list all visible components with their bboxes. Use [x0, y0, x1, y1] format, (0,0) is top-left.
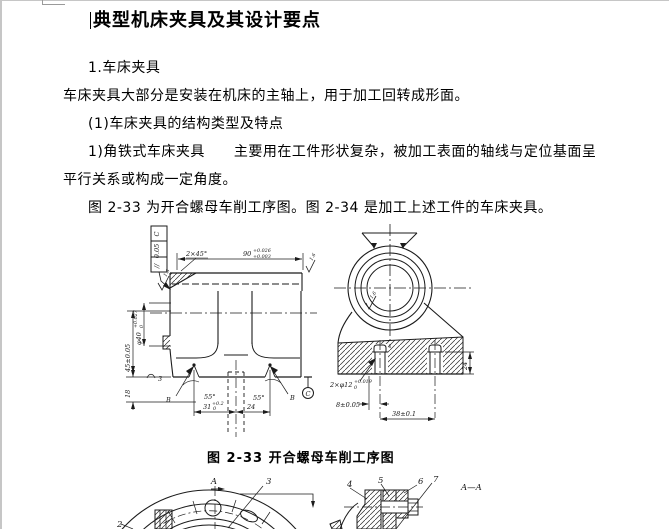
dim-chamfer: 2×45° — [185, 250, 207, 258]
parallelism-symbol: // — [153, 263, 161, 269]
document-title-text: 典型机床夹具及其设计要点 — [93, 10, 321, 31]
figure-2-34-drawing: A 3 2 4 5 6 7 A—A — [116, 475, 482, 529]
dim-dia40-lower: 0 — [139, 325, 145, 328]
dim-38: 38±0.1 — [392, 410, 416, 418]
datum-c-label: C — [306, 390, 311, 398]
datum-c-circle — [302, 387, 314, 399]
figure-2-33-drawing: C 0.05 // 1.6 1.6 1.6 2×45° 90 +0.026 +0… — [124, 224, 474, 437]
datum-b-left: B — [165, 396, 171, 404]
section-label-aa: A—A — [460, 483, 482, 493]
dim-dia40-upper: +0.027 — [133, 309, 139, 328]
label-3: 3 — [266, 477, 271, 487]
paragraph-3: (1)车床夹具的结构类型及特点 — [88, 116, 284, 132]
dim-24-bottom: 24 — [246, 403, 255, 411]
roughness-value-right: 1.6 — [309, 252, 318, 262]
dim-31-upper: +0.2 — [212, 401, 224, 407]
dim-90: 90 — [243, 250, 251, 258]
roughness-symbol-bore — [365, 295, 377, 310]
dim-90-lower: +0.003 — [253, 254, 271, 260]
margin-crop-mark-h — [42, 4, 65, 5]
datum-b-right: B — [289, 394, 295, 402]
dim-18: 18 — [124, 390, 132, 398]
label-6: 6 — [418, 477, 424, 487]
label-7: 7 — [433, 475, 439, 485]
paragraph-5: 图 2-33 为开合螺母车削工序图。图 2-34 是加工上述工件的车床夹具。 — [88, 200, 553, 216]
page-edge-top — [0, 0, 669, 1]
document-page[interactable]: 典型机床夹具及其设计要点 1.车床夹具 车床夹具大部分是安装在机床的主轴上，用于… — [63, 6, 608, 222]
label-a: A — [210, 477, 217, 487]
dim-45: 45±0.05 — [124, 344, 132, 373]
dim-dia40: φ40 — [135, 332, 143, 345]
margin-crop-mark-v — [42, 0, 43, 5]
roughness-symbol-left — [157, 275, 170, 291]
page-edge-left — [0, 0, 2, 529]
dim-55-left: 55° — [204, 393, 216, 401]
roughness-value-bore: 1.6 — [369, 290, 378, 300]
dim-8: 8±0.05 — [336, 401, 360, 409]
dim-2xdia12: 2×φ12 — [329, 381, 352, 389]
dim-31: 31 — [203, 403, 211, 411]
dim-2xdia12-lower: 0 — [354, 385, 357, 391]
label-2: 2 — [116, 520, 122, 529]
dim-2xdia12-upper: +0.019 — [354, 379, 372, 385]
dim-fillet-3: 3 — [158, 375, 162, 383]
figure-2-33-caption: 图 2-33 开合螺母车削工序图 — [207, 451, 395, 466]
dim-90-upper: +0.026 — [253, 248, 271, 254]
text-cursor — [90, 12, 91, 29]
tolerance-value-label: 0.05 — [153, 244, 161, 258]
label-4: 4 — [346, 480, 352, 490]
dim-31-lower: 0 — [213, 406, 216, 412]
roughness-symbol-right — [305, 259, 316, 273]
label-5: 5 — [378, 476, 383, 486]
dim-55-right: 55° — [253, 394, 265, 402]
paragraph-4: 1)角铁式车床夹具 主要用在工件形状复杂，被加工表面的轴线与定位基面呈平行关系或… — [63, 144, 597, 188]
paragraph-2: 车床夹具大部分是安装在机床的主轴上，用于加工回转成形面。 — [63, 88, 469, 104]
roughness-value-left: 1.6 — [163, 268, 172, 278]
paragraph-1: 1.车床夹具 — [88, 60, 161, 76]
dim-24-right: 24 — [461, 362, 469, 371]
document-title: 典型机床夹具及其设计要点 — [63, 6, 608, 36]
tolerance-datum-label: C — [153, 231, 161, 236]
